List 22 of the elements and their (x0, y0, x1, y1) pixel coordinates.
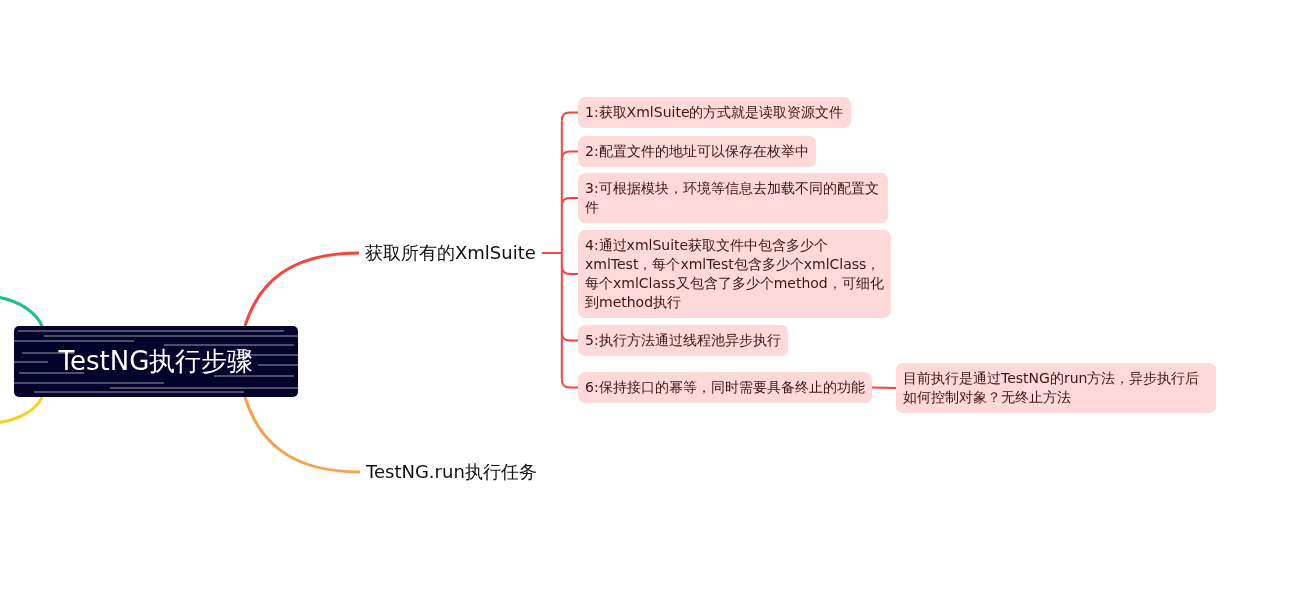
connector-line (243, 251, 360, 327)
branch-topic: TestNG.run执行任务 (360, 459, 543, 485)
note-box: 5:执行方法通过线程池异步执行 (578, 325, 788, 356)
connector-line (0, 295, 44, 327)
connector-line (560, 265, 579, 275)
note-box: 6:保持接口的幂等，同时需要具备终止的功能 (578, 372, 872, 403)
note-box: 目前执行是通过TestNG的run方法，异步执行后如何控制对象？无终止方法 (896, 363, 1216, 413)
connector-line (560, 331, 579, 342)
connector-line (560, 150, 579, 161)
note-box: 1:获取XmlSuite的方式就是读取资源文件 (578, 97, 851, 128)
connector-line (243, 396, 361, 474)
connector-line (560, 111, 579, 122)
connector-line (560, 197, 579, 207)
branch-topic: 获取所有的XmlSuite (359, 240, 542, 266)
connector-line (870, 386, 897, 389)
connector-line (560, 378, 579, 389)
note-box: 3:可根据模块，环境等信息去加载不同的配置文件 (578, 173, 888, 223)
connector-line (0, 396, 44, 425)
note-box: 2:配置文件的地址可以保存在枚举中 (578, 136, 816, 167)
connector-line (540, 119, 563, 381)
central-topic-box: TestNG执行步骤 (14, 326, 298, 397)
note-box: 4:通过xmlSuite获取文件中包含多少个xmlTest，每个xmlTest包含多少个xmlClass，每个xmlClass又包含了多少个method，可细化到method执行 (578, 230, 891, 318)
